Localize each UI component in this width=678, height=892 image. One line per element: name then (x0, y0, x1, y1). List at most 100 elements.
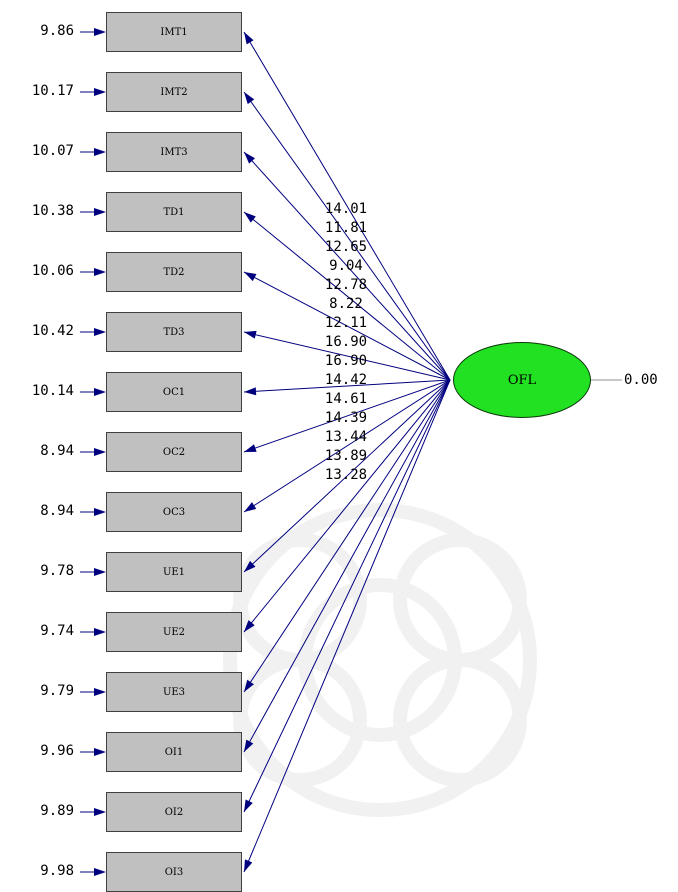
loading-label: 11.81 (324, 220, 368, 236)
loading-arrow-head (244, 560, 256, 572)
loading-arrow-line (243, 271, 451, 381)
error-arrow-head (94, 388, 106, 396)
indicator-label: UE3 (162, 686, 186, 698)
indicator-box: IMT1 (106, 12, 242, 52)
loading-arrow-head (244, 212, 256, 223)
error-variance-label: 9.74 (40, 623, 74, 639)
loading-label: 16.90 (324, 334, 368, 350)
error-arrow-head (94, 868, 106, 876)
indicator-label: TD3 (163, 326, 185, 338)
loading-arrow-head (244, 502, 257, 512)
indicator-box: TD1 (106, 192, 242, 232)
loading-arrow-head (244, 739, 254, 752)
indicator-box: OI2 (106, 792, 242, 832)
indicator-label: IMT3 (160, 146, 188, 158)
error-arrow-head (94, 208, 106, 216)
indicator-box: TD3 (106, 312, 242, 352)
indicator-box: UE1 (106, 552, 242, 592)
loading-label: 14.39 (324, 410, 368, 426)
indicator-box: UE2 (106, 612, 242, 652)
latent-label: OFL (507, 372, 537, 388)
error-variance-label: 9.86 (40, 23, 74, 39)
loading-arrow-head (244, 272, 257, 282)
error-variance-label: 8.94 (40, 443, 74, 459)
latent-variable-ofl: OFL (453, 342, 591, 418)
loading-label: 12.11 (324, 315, 368, 331)
loading-label: 13.28 (324, 467, 368, 483)
error-variance-label: 10.14 (31, 383, 74, 399)
loading-label: 12.65 (324, 239, 368, 255)
indicator-box: OC2 (106, 432, 242, 472)
indicator-box: TD2 (106, 252, 242, 292)
loading-label: 16.90 (324, 353, 368, 369)
error-arrow-head (94, 28, 106, 36)
error-arrow-head (94, 268, 106, 276)
loading-label: 14.42 (324, 372, 368, 388)
error-arrow-head (94, 628, 106, 636)
indicator-label: OC2 (162, 446, 186, 458)
indicator-label: UE2 (162, 626, 186, 638)
error-variance-label: 10.38 (31, 203, 74, 219)
error-variance-label: 9.78 (40, 563, 74, 579)
indicator-label: IMT1 (160, 26, 188, 38)
error-variance-label: 9.79 (40, 683, 74, 699)
indicator-box: IMT2 (106, 72, 242, 112)
indicator-label: OC1 (162, 386, 186, 398)
indicator-box: IMT3 (106, 132, 242, 172)
loading-arrow-line (243, 379, 451, 573)
loading-arrow-line (243, 379, 451, 813)
loading-label: 14.01 (324, 201, 368, 217)
error-variance-label: 10.42 (31, 323, 74, 339)
loading-arrow-head (244, 32, 254, 45)
loading-arrow-head (244, 799, 253, 812)
loading-arrow-head (244, 620, 255, 632)
indicator-label: OC3 (162, 506, 186, 518)
error-variance-label: 9.98 (40, 863, 74, 879)
error-arrow-head (94, 568, 106, 576)
error-variance-label: 10.07 (31, 143, 74, 159)
loading-arrow-line (243, 379, 451, 453)
loading-arrow-line (243, 379, 451, 753)
indicator-label: UE1 (162, 566, 186, 578)
loading-arrow-head (244, 444, 257, 452)
loading-label: 13.44 (324, 429, 368, 445)
loading-arrow-line (243, 331, 451, 381)
error-variance-label: 10.17 (31, 83, 74, 99)
loading-arrow-line (243, 379, 451, 393)
error-variance-label: 8.94 (40, 503, 74, 519)
indicator-label: IMT2 (160, 86, 188, 98)
loading-arrow-head (244, 152, 256, 164)
loading-arrow-line (243, 379, 451, 693)
loading-arrow-line (243, 211, 451, 381)
indicator-label: OI1 (164, 746, 184, 758)
error-arrow-head (94, 808, 106, 816)
loading-arrow-head (244, 387, 257, 396)
loading-label: 8.22 (329, 296, 363, 312)
error-arrow-head (94, 448, 106, 456)
loading-arrow-line (243, 91, 451, 381)
loading-arrow-line (243, 379, 451, 633)
error-variance-label: 10.06 (31, 263, 74, 279)
loading-arrow-head (244, 330, 257, 339)
indicator-box: UE3 (106, 672, 242, 712)
error-arrow-head (94, 688, 106, 696)
indicator-label: OI3 (164, 866, 184, 878)
indicator-label: OI2 (164, 806, 184, 818)
loading-arrow-head (244, 92, 255, 105)
error-arrow-head (94, 748, 106, 756)
error-arrow-head (94, 88, 106, 96)
indicator-box: OI3 (106, 852, 242, 892)
indicator-box: OC3 (106, 492, 242, 532)
error-arrow-head (94, 328, 106, 336)
loading-label: 14.61 (324, 391, 368, 407)
loading-arrow-line (243, 151, 451, 381)
latent-error-value: 0.00 (624, 372, 658, 388)
watermark (223, 503, 537, 817)
loading-arrow-line (243, 379, 451, 873)
loading-arrow-line (243, 31, 451, 381)
loading-label: 9.04 (329, 258, 363, 274)
error-variance-label: 9.89 (40, 803, 74, 819)
indicator-box: OC1 (106, 372, 242, 412)
error-variance-label: 9.96 (40, 743, 74, 759)
